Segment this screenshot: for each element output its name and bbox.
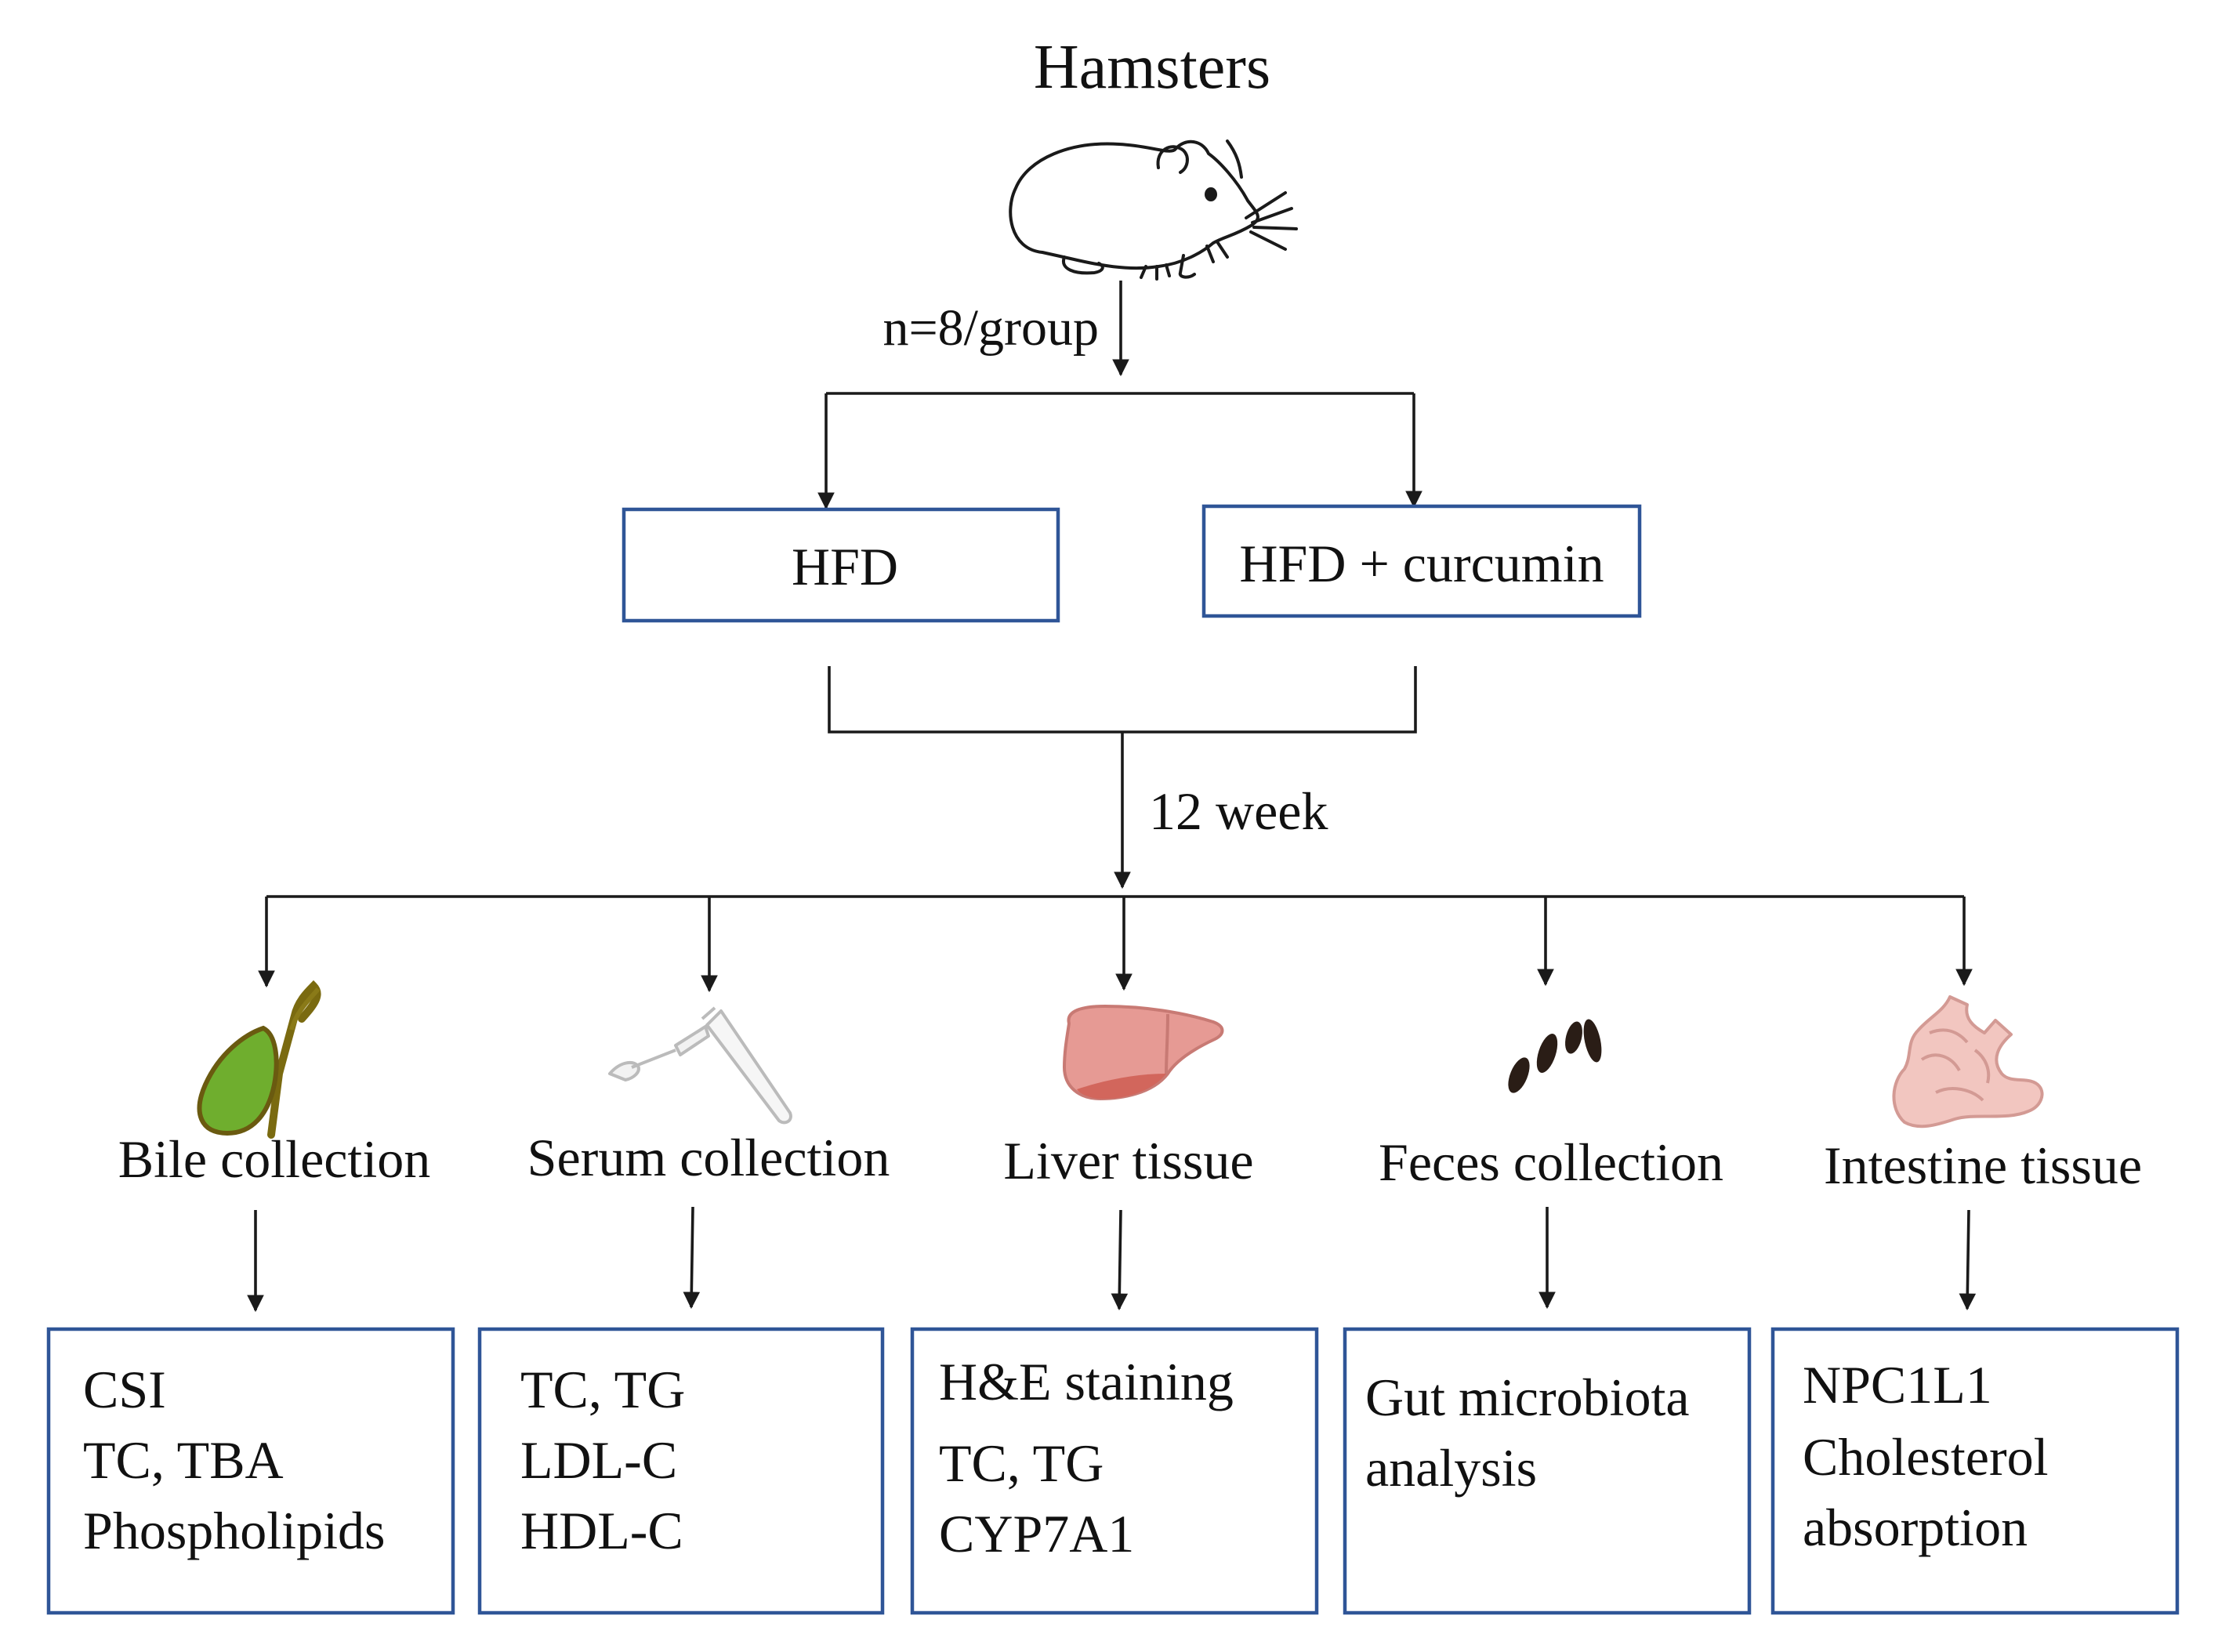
serum-results-box bbox=[477, 1327, 885, 1615]
liver-assay-1: H&E staining bbox=[939, 1352, 1234, 1411]
feces-assay-2: analysis bbox=[1365, 1438, 1537, 1498]
hfd-group-box bbox=[622, 507, 1060, 623]
group-merge-bracket bbox=[828, 666, 1417, 734]
intestine-assay-2: Cholesterol bbox=[1803, 1427, 2049, 1487]
feces-icon bbox=[1508, 1019, 1602, 1093]
serum-assay-1: TC, TG bbox=[520, 1360, 685, 1419]
bile-assay-1: CSI bbox=[83, 1360, 166, 1419]
serum-assay-2: LDL-C bbox=[520, 1430, 677, 1490]
liver-to-results-arrow bbox=[1111, 1209, 1129, 1311]
bile-results-box bbox=[46, 1327, 455, 1615]
sample-label-feces: Feces collection bbox=[1379, 1132, 1723, 1192]
serum-assay-3: HDL-C bbox=[520, 1501, 683, 1560]
sample-label-liver: Liver tissue bbox=[1003, 1131, 1253, 1190]
feces-results-box bbox=[1343, 1327, 1752, 1615]
serum-to-results-arrow bbox=[683, 1206, 701, 1310]
liver-assay-3: CYP7A1 bbox=[939, 1504, 1134, 1563]
sample-label-intestine: Intestine tissue bbox=[1824, 1136, 2142, 1195]
intestine-assay-1: NPC1L1 bbox=[1803, 1355, 1992, 1415]
liver-assay-2: TC, TG bbox=[939, 1433, 1104, 1493]
feces-assay-1: Gut microbiota bbox=[1365, 1368, 1690, 1427]
gallbladder-icon bbox=[197, 980, 321, 1139]
hfd-group-label: HFD bbox=[792, 537, 898, 596]
intestine-to-results-arrow bbox=[1959, 1209, 1977, 1311]
bile-assay-2: TC, TBA bbox=[83, 1430, 284, 1490]
intestine-results-box bbox=[1770, 1327, 2180, 1615]
group-size-label: n=8/group bbox=[882, 299, 1099, 357]
sample-label-bile: Bile collection bbox=[118, 1129, 430, 1189]
microtube-icon bbox=[608, 1006, 792, 1125]
diagram-title: Hamsters bbox=[1034, 33, 1270, 102]
liver-results-box bbox=[910, 1327, 1319, 1615]
intestine-icon bbox=[1892, 995, 2044, 1129]
hfd-curcumin-group-label: HFD + curcumin bbox=[1239, 534, 1604, 593]
hfd-curcumin-group-box bbox=[1201, 504, 1642, 618]
bile-assay-3: Phospholipids bbox=[83, 1501, 385, 1560]
hamster-icon bbox=[1009, 139, 1298, 281]
sample-label-serum: Serum collection bbox=[527, 1128, 890, 1187]
liver-icon bbox=[1062, 1004, 1224, 1101]
intestine-assay-3: absorption bbox=[1803, 1498, 2028, 1557]
duration-label: 12 week bbox=[1149, 781, 1328, 841]
